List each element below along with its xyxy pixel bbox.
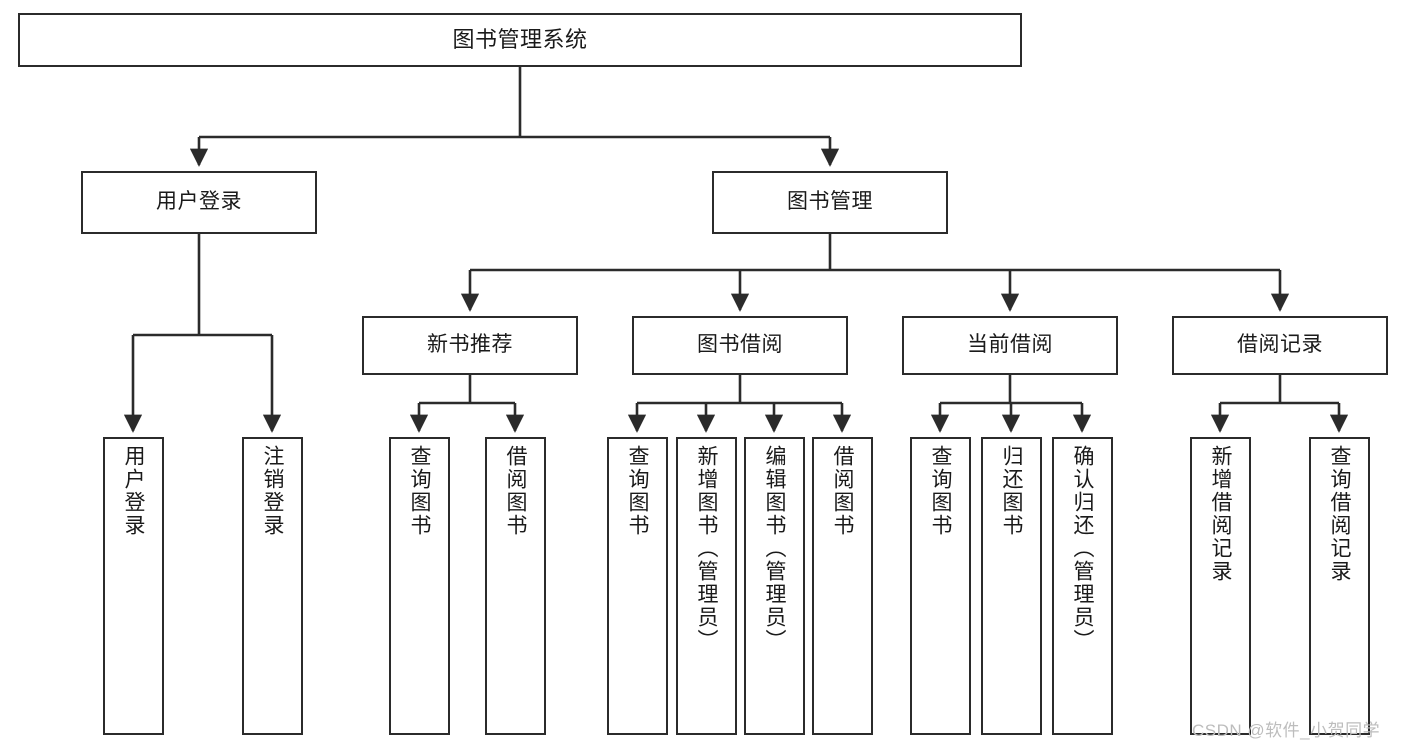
node-root[interactable]: 图书管理系统: [18, 13, 1022, 67]
node-leaf-query-book-1-label: 查询图书: [408, 445, 431, 537]
node-new-book-rec[interactable]: 新书推荐: [362, 316, 578, 375]
node-leaf-query-book-3[interactable]: 查询图书: [910, 437, 971, 735]
node-leaf-borrow-book-1-label: 借阅图书: [504, 445, 527, 537]
node-leaf-user-login-label: 用户登录: [122, 445, 145, 537]
node-leaf-query-book-3-label: 查询图书: [929, 445, 952, 537]
node-leaf-return-book[interactable]: 归还图书: [981, 437, 1042, 735]
node-book-manage-label: 图书管理: [787, 190, 873, 214]
node-root-label: 图书管理系统: [452, 27, 588, 53]
node-leaf-add-record[interactable]: 新增借阅记录: [1190, 437, 1251, 735]
node-new-book-rec-label: 新书推荐: [427, 333, 513, 357]
node-leaf-query-book-2-label: 查询图书: [626, 445, 649, 537]
node-leaf-edit-book-label: 编辑图书（管理员）: [763, 445, 786, 652]
node-leaf-confirm-return[interactable]: 确认归还（管理员）: [1052, 437, 1113, 735]
node-user-login-label: 用户登录: [156, 190, 242, 214]
node-current-borrow-label: 当前借阅: [967, 333, 1053, 357]
node-leaf-return-book-label: 归还图书: [1000, 445, 1023, 537]
node-leaf-borrow-book-2[interactable]: 借阅图书: [812, 437, 873, 735]
node-leaf-query-book-2[interactable]: 查询图书: [607, 437, 668, 735]
node-borrow-record[interactable]: 借阅记录: [1172, 316, 1388, 375]
node-current-borrow[interactable]: 当前借阅: [902, 316, 1118, 375]
node-leaf-add-record-label: 新增借阅记录: [1209, 445, 1232, 583]
node-leaf-confirm-return-label: 确认归还（管理员）: [1071, 445, 1094, 652]
node-leaf-edit-book[interactable]: 编辑图书（管理员）: [744, 437, 805, 735]
node-borrow-record-label: 借阅记录: [1237, 333, 1323, 357]
node-leaf-borrow-book-1[interactable]: 借阅图书: [485, 437, 546, 735]
node-leaf-add-book-label: 新增图书（管理员）: [695, 445, 718, 652]
node-leaf-query-record[interactable]: 查询借阅记录: [1309, 437, 1370, 735]
node-leaf-logout[interactable]: 注销登录: [242, 437, 303, 735]
node-leaf-add-book[interactable]: 新增图书（管理员）: [676, 437, 737, 735]
node-leaf-user-login[interactable]: 用户登录: [103, 437, 164, 735]
node-leaf-query-book-1[interactable]: 查询图书: [389, 437, 450, 735]
csdn-watermark: CSDN @软件_小贺同学: [1192, 721, 1381, 740]
node-book-manage[interactable]: 图书管理: [712, 171, 948, 234]
node-leaf-borrow-book-2-label: 借阅图书: [831, 445, 854, 537]
node-leaf-logout-label: 注销登录: [261, 445, 284, 537]
node-book-borrow-label: 图书借阅: [697, 333, 783, 357]
node-book-borrow[interactable]: 图书借阅: [632, 316, 848, 375]
node-leaf-query-record-label: 查询借阅记录: [1328, 445, 1351, 583]
node-user-login[interactable]: 用户登录: [81, 171, 317, 234]
